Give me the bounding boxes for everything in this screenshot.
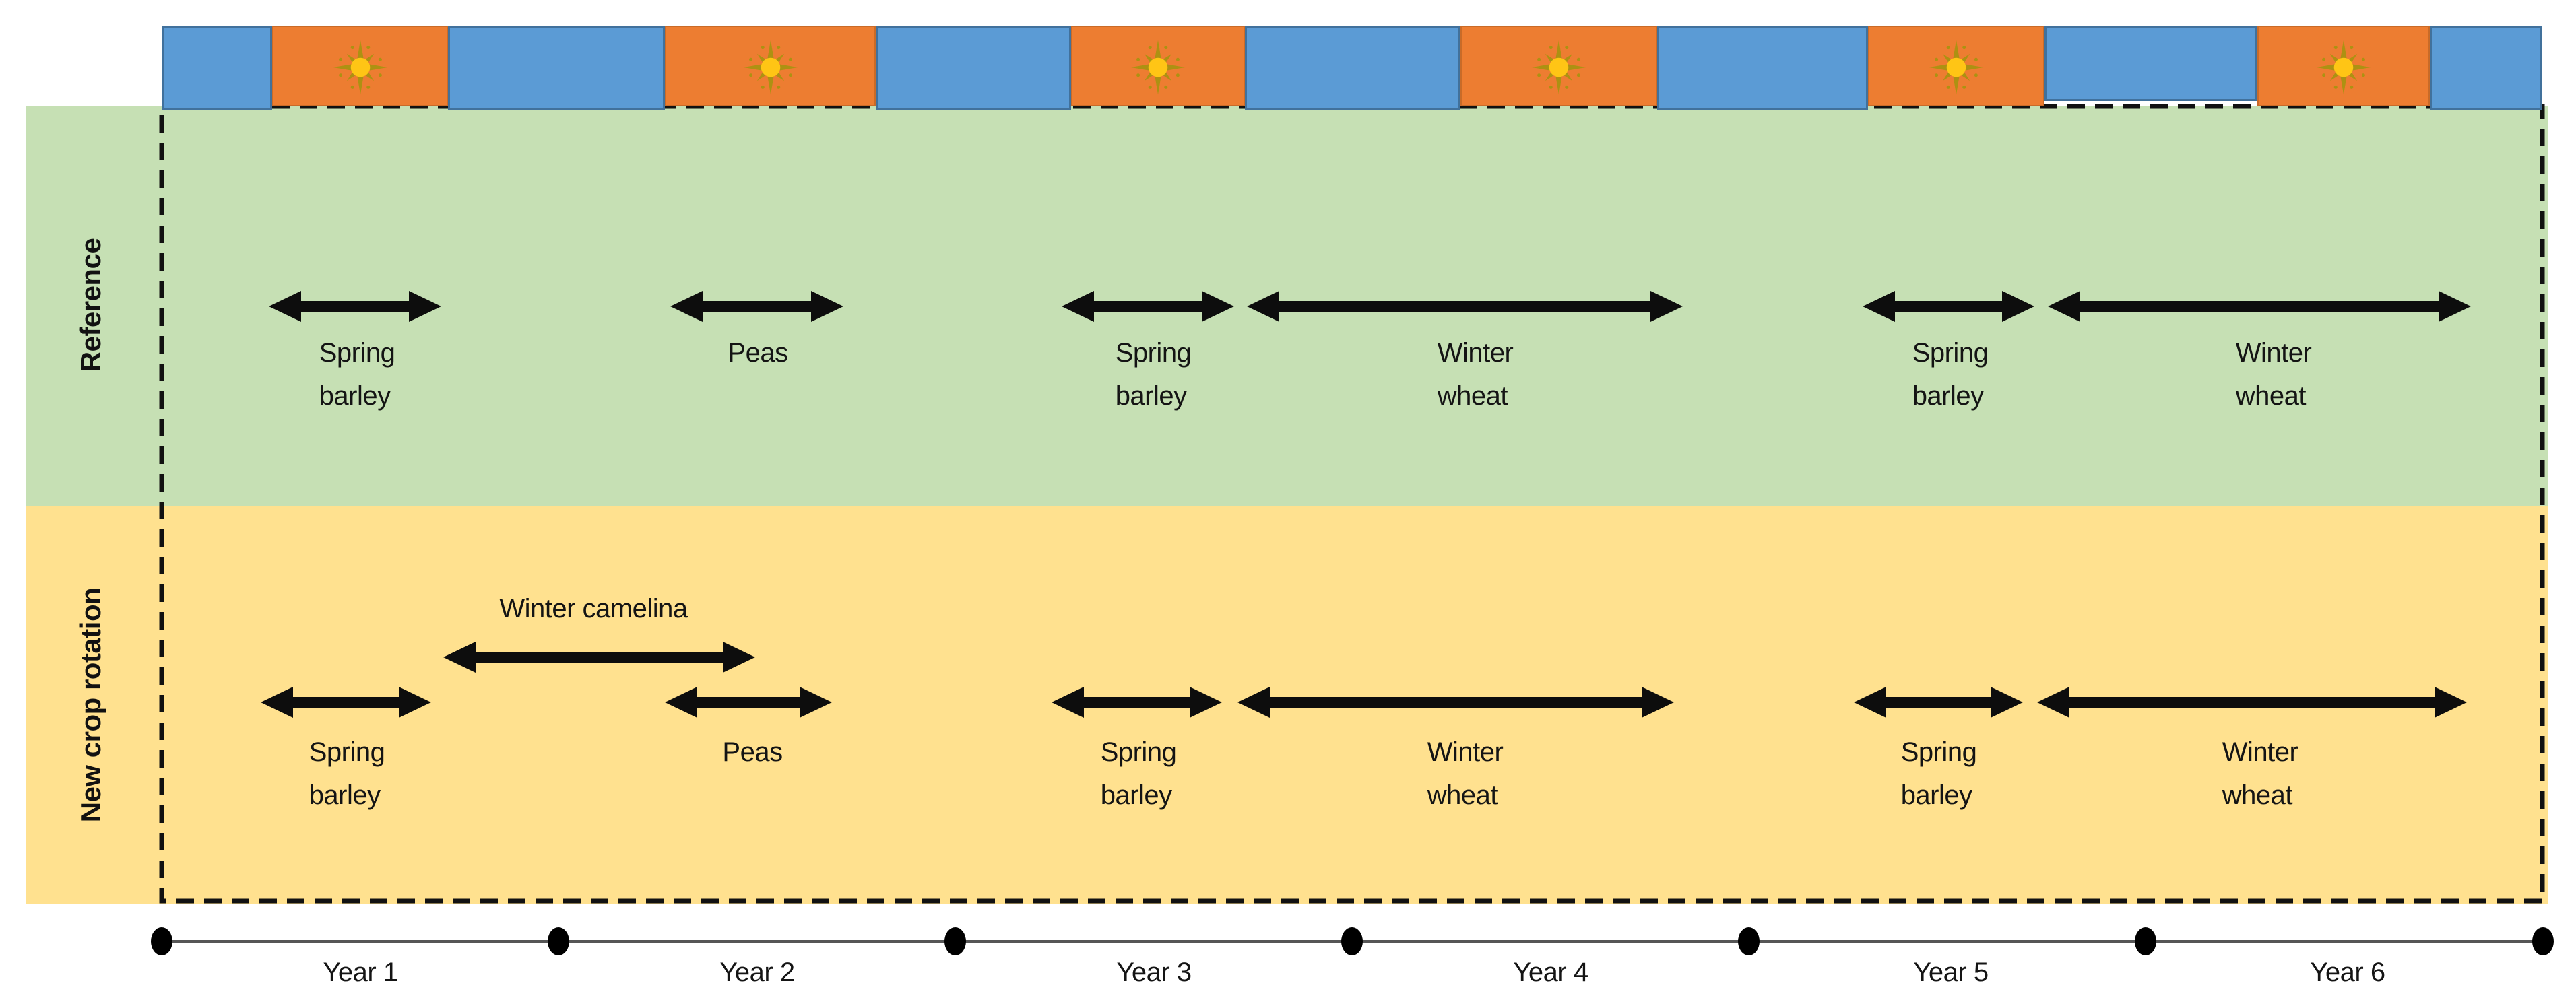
year-label: Year 6 <box>2310 957 2385 987</box>
crop-label-line: Spring <box>309 737 385 767</box>
crop-label-line: Winter <box>1427 737 1504 767</box>
crop-arrow <box>1854 687 2023 721</box>
double-arrow-icon <box>1247 291 1683 322</box>
timeline-dot <box>548 927 569 955</box>
crop-label-line: Winter <box>1437 338 1514 368</box>
crop-label: Peas <box>728 331 788 374</box>
crop-label: Winter wheat <box>2222 731 2298 817</box>
year-label: Year 5 <box>1913 957 1989 987</box>
crop-arrow <box>1247 291 1683 325</box>
crop-label-line: Winter camelina <box>499 594 688 624</box>
season-segment-winter <box>448 26 665 110</box>
row-label-new-crop-rotation: New crop rotation <box>75 587 106 823</box>
sun-icon <box>743 40 798 95</box>
timeline-dot <box>2532 927 2554 955</box>
sun-icon <box>1929 40 1984 95</box>
sun-icon-wrap <box>332 39 389 99</box>
sun-icon <box>2316 40 2371 95</box>
crop-label: Winter wheat <box>1438 331 1514 417</box>
crop-label-line: wheat <box>2222 780 2293 810</box>
row-label-reference: Reference <box>75 238 106 372</box>
timeline-dot <box>944 927 966 955</box>
year-label: Year 1 <box>323 957 398 987</box>
double-arrow-icon <box>1863 291 2034 322</box>
season-segment-winter <box>2044 26 2257 101</box>
year-label: Year 2 <box>719 957 795 987</box>
crop-arrow <box>670 291 843 325</box>
year-label: Year 4 <box>1513 957 1588 987</box>
sun-icon <box>1130 40 1186 95</box>
crop-label: Spring barley <box>319 331 395 417</box>
crop-label-line: Winter <box>2235 338 2312 368</box>
crop-label: Spring barley <box>1901 731 1977 817</box>
crop-label-line: barley <box>1912 381 1984 411</box>
crop-label-line: Peas <box>728 338 788 368</box>
crop-arrow <box>665 687 832 721</box>
crop-label: Winter wheat <box>1427 731 1504 817</box>
crop-label-line: barley <box>1115 381 1187 411</box>
crop-arrow <box>1062 291 1234 325</box>
double-arrow-icon <box>1237 687 1674 718</box>
double-arrow-icon <box>665 687 832 718</box>
crop-label-line: Spring <box>1912 338 1989 368</box>
timeline-dot <box>1738 927 1760 955</box>
double-arrow-icon <box>1052 687 1222 718</box>
crop-arrow <box>1052 687 1222 721</box>
crop-arrow <box>1863 291 2034 325</box>
crop-label: Spring barley <box>1912 331 1989 417</box>
crop-arrow <box>269 291 441 325</box>
double-arrow-icon <box>443 642 755 673</box>
year-label: Year 3 <box>1116 957 1192 987</box>
crop-label-line: wheat <box>1437 381 1508 411</box>
crop-label-line: Winter <box>2222 737 2298 767</box>
crop-label: Winter camelina <box>499 587 688 630</box>
crop-label-line: Spring <box>1100 737 1177 767</box>
crop-arrow <box>2048 291 2471 325</box>
crop-label: Spring barley <box>1116 331 1192 417</box>
sun-icon-wrap <box>1531 39 1587 99</box>
crop-arrow <box>261 687 431 721</box>
crop-label: Peas <box>722 731 783 774</box>
sun-icon-wrap <box>1928 39 1985 99</box>
double-arrow-icon <box>2048 291 2471 322</box>
double-arrow-icon <box>1062 291 1234 322</box>
sun-icon-wrap <box>2315 39 2372 99</box>
crop-arrow <box>2037 687 2467 721</box>
season-segment-winter <box>876 26 1071 110</box>
crop-label: Spring barley <box>309 731 385 817</box>
crop-label-line: barley <box>1900 780 1972 810</box>
season-segment-winter <box>1245 26 1460 110</box>
crop-label-line: wheat <box>2235 381 2307 411</box>
crop-label: Winter wheat <box>2236 331 2312 417</box>
sun-icon <box>333 40 387 95</box>
crop-label-line: Peas <box>722 737 783 767</box>
crop-label: Spring barley <box>1101 731 1177 817</box>
crop-label-line: Spring <box>1115 338 1192 368</box>
double-arrow-icon <box>670 291 843 322</box>
double-arrow-icon <box>261 687 431 718</box>
double-arrow-icon <box>1854 687 2023 718</box>
crop-label-line: barley <box>1100 780 1172 810</box>
crop-arrow <box>443 642 755 676</box>
season-segment-winter <box>1657 26 1868 110</box>
double-arrow-icon <box>2037 687 2467 718</box>
crop-label-line: barley <box>309 780 381 810</box>
sun-icon <box>1531 40 1586 95</box>
crop-label-line: Spring <box>319 338 395 368</box>
crop-arrow <box>1237 687 1674 721</box>
season-segment-winter <box>2430 26 2542 110</box>
timeline-dot <box>1341 927 1363 955</box>
double-arrow-icon <box>269 291 441 322</box>
timeline-dot <box>2135 927 2156 955</box>
sun-icon-wrap <box>742 39 799 99</box>
season-segment-winter <box>162 26 272 110</box>
crop-label-line: wheat <box>1427 780 1498 810</box>
sun-icon-wrap <box>1130 39 1186 99</box>
crop-label-line: barley <box>319 381 391 411</box>
timeline-dot <box>151 927 172 955</box>
crop-label-line: Spring <box>1900 737 1977 767</box>
